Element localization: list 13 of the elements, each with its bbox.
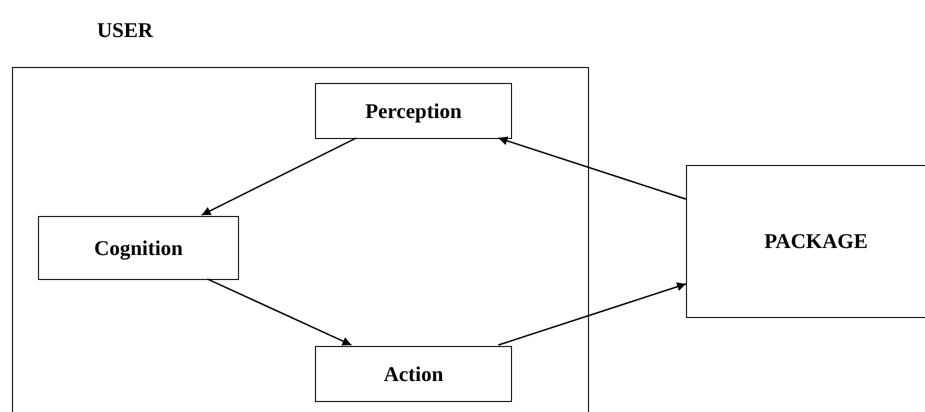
node-label: Cognition xyxy=(94,236,183,260)
process-box xyxy=(38,216,239,280)
process-box xyxy=(315,346,512,402)
node-label: Perception xyxy=(365,98,462,124)
group-heading: USER xyxy=(97,18,154,43)
process-box xyxy=(315,83,512,139)
arrow xyxy=(498,136,686,200)
arrow xyxy=(201,137,357,216)
process-box xyxy=(686,165,925,318)
node-label: Action xyxy=(384,362,444,386)
arrow xyxy=(498,282,686,346)
arrow xyxy=(207,278,352,346)
node-label: PACKAGE xyxy=(764,229,868,254)
